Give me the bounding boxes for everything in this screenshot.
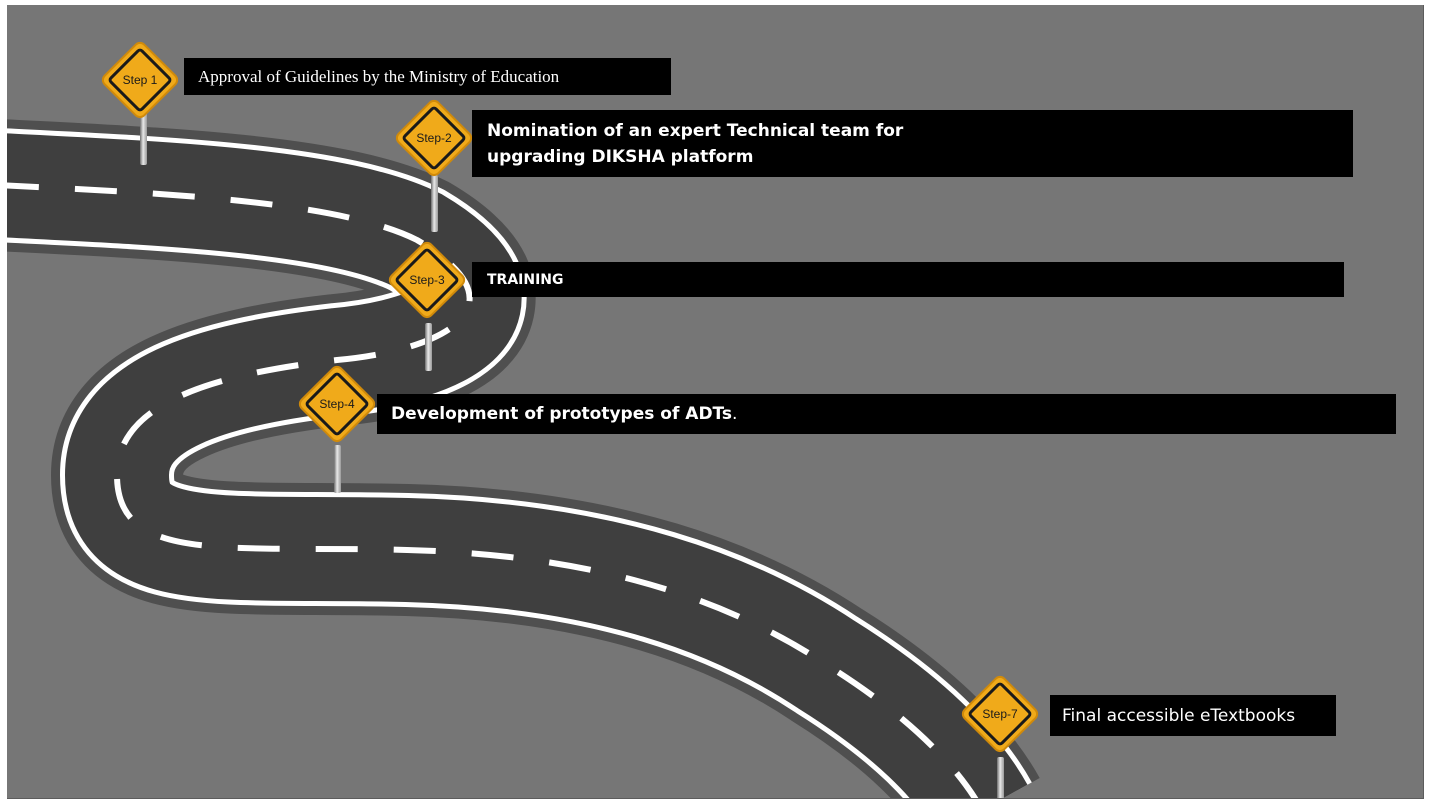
step-description-text: Development of prototypes of ADTs bbox=[391, 404, 733, 424]
step-description: TRAINING bbox=[472, 262, 1344, 297]
diamond-sign-icon bbox=[298, 365, 376, 443]
step-sign: Step-2 bbox=[389, 93, 479, 183]
step-description-line: Nomination of an expert Technical team f… bbox=[487, 120, 904, 141]
step-badge: Step-4 bbox=[319, 397, 355, 411]
step-description-suffix: . bbox=[732, 404, 738, 424]
step-badge: Step-2 bbox=[416, 131, 452, 145]
sign-post bbox=[997, 757, 1004, 798]
diamond-sign-icon bbox=[388, 241, 466, 319]
sign-post bbox=[140, 110, 147, 165]
sign-post bbox=[425, 323, 432, 371]
step-badge: Step 1 bbox=[122, 73, 158, 87]
step-description: Approval of Guidelines by the Ministry o… bbox=[184, 58, 671, 95]
sign-post bbox=[431, 175, 438, 232]
step-sign: Step-3 bbox=[382, 235, 472, 325]
step-sign: Step-4 bbox=[292, 359, 382, 449]
sign-post bbox=[334, 445, 341, 493]
step-description: Development of prototypes of ADTs. bbox=[377, 394, 1396, 434]
step-badge: Step-7 bbox=[982, 707, 1018, 721]
step-sign: Step 1 bbox=[95, 35, 185, 125]
step-badge: Step-3 bbox=[409, 273, 445, 287]
diamond-sign-icon bbox=[961, 675, 1039, 753]
step-description: Nomination of an expert Technical team f… bbox=[472, 110, 1353, 177]
diamond-sign-icon bbox=[395, 99, 473, 177]
diamond-sign-icon bbox=[101, 41, 179, 119]
step-description: Final accessible eTextbooks bbox=[1050, 695, 1336, 736]
winding-road bbox=[7, 119, 1040, 798]
step-description-line: upgrading DIKSHA platform bbox=[487, 146, 754, 167]
road-center-dashes bbox=[7, 182, 979, 798]
step-sign: Step-7 bbox=[955, 669, 1045, 759]
slide-canvas: Step 1 Approval of Guidelines by the Min… bbox=[7, 5, 1424, 799]
